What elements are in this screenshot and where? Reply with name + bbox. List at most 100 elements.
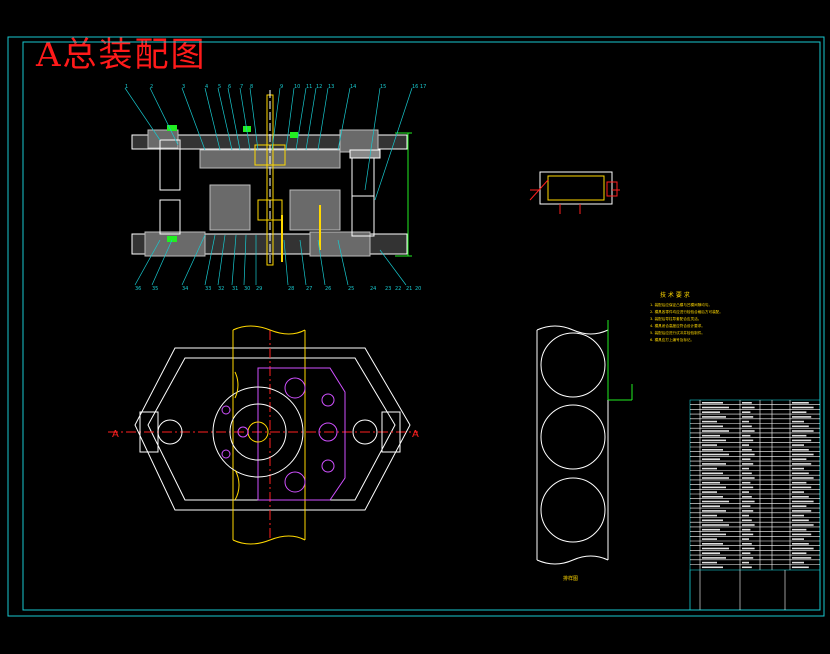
bom-cell-text	[792, 425, 809, 428]
bom-cell-text	[792, 510, 812, 512]
callout-leaders	[124, 87, 413, 286]
bom-cell-text	[702, 411, 720, 413]
callout-number: 26	[325, 286, 331, 292]
bom-cell-text	[792, 524, 814, 526]
bom-cell-text	[742, 524, 755, 526]
bom-cell-text	[702, 557, 726, 559]
callout-number: 30	[244, 286, 250, 292]
bom-cell-text	[702, 458, 720, 460]
bom-cell-text	[792, 472, 809, 475]
bom-cell-text	[742, 561, 749, 564]
svg-text:A: A	[112, 429, 119, 440]
bom-cell-text	[702, 481, 720, 484]
bom-cell-text	[702, 533, 726, 536]
bom-cell-text	[702, 439, 726, 442]
drawing-title: A总装配图	[36, 35, 207, 75]
callout-number: 33	[205, 286, 211, 292]
bom-cell-text	[742, 528, 751, 531]
bom-cell-text	[702, 477, 729, 479]
outer-frame	[7, 36, 825, 617]
bom-cell-text	[702, 547, 729, 550]
tech-requirement-line: 6. 模具应打上编号及标记。	[650, 337, 694, 342]
bom-cell-text	[702, 430, 729, 432]
bom-cell-text	[742, 458, 751, 460]
callout-number: 23	[385, 286, 391, 292]
callout-number: 20	[415, 286, 421, 292]
bom-cell-text	[702, 510, 726, 512]
bom-cell-text	[742, 500, 755, 503]
bom-cell-text	[792, 444, 804, 446]
bom-cell-text	[742, 402, 752, 404]
bom-cell-text	[742, 477, 755, 479]
bom-cell-text	[742, 444, 749, 446]
bom-cell-text	[702, 449, 723, 451]
bom-cell-text	[742, 467, 749, 470]
callout-number: 9	[280, 84, 283, 90]
bom-cell-text	[702, 500, 729, 503]
callout-number: 22	[395, 286, 401, 292]
callout-number: 3	[182, 84, 185, 90]
bom-cell-text	[792, 449, 809, 451]
bom-cell-text	[702, 453, 729, 456]
bom-cell-text	[792, 496, 809, 498]
tech-requirement-line: 4. 模具闭合高度应符合设计要求。	[650, 323, 705, 328]
bom-cell-text	[742, 449, 752, 451]
bom-cell-text	[702, 434, 720, 437]
bom-cell-text	[792, 500, 814, 503]
bom-cell-text	[792, 458, 807, 460]
callout-number: 27	[306, 286, 312, 292]
bom-cell-text	[702, 538, 717, 540]
callout-number: 24	[370, 286, 376, 292]
bom-cell-text	[702, 566, 723, 569]
callout-number: 7	[240, 84, 243, 90]
bom-cell-text	[792, 533, 812, 536]
bom-cell-text	[742, 434, 751, 437]
bom-cell-text	[742, 481, 751, 484]
tech-requirement-line: 1. 装配后应保证凸模与凹模间隙均匀。	[650, 302, 712, 307]
bom-cell-text	[742, 406, 755, 409]
tech-requirement-line: 3. 装配后导柱导套配合应灵活。	[650, 316, 701, 321]
strip-layout-label: 排样图	[563, 575, 578, 582]
callout-number: 31	[232, 286, 238, 292]
bom-cell-text	[702, 524, 729, 526]
bom-cell-text	[792, 543, 809, 545]
svg-text:A: A	[412, 429, 419, 440]
bom-cell-text	[702, 402, 723, 404]
bom-cell-text	[792, 463, 812, 465]
bom-cell-text	[742, 420, 749, 423]
bom-cell-text	[742, 416, 754, 418]
callout-number: 34	[182, 286, 188, 292]
bom-cell-text	[702, 552, 720, 554]
bom-cell-text	[742, 566, 752, 569]
callout-number: 13	[328, 84, 334, 90]
bom-cell-text	[742, 552, 751, 554]
callout-number: 17	[420, 84, 426, 90]
callout-number: 16	[412, 84, 418, 90]
bom-cell-text	[742, 486, 754, 489]
bom-cell-text	[702, 425, 723, 428]
bom-cell-text	[742, 505, 751, 507]
strip-layout	[536, 320, 633, 565]
callout-number: 36	[135, 286, 141, 292]
bom-cell-text	[742, 496, 752, 498]
callout-number: 15	[380, 84, 386, 90]
tech-requirements: 技 术 要 求 1. 装配后应保证凸模与凹模间隙均匀。 2. 模具各零件均应进行…	[650, 291, 723, 342]
bom-cell-text	[792, 439, 812, 442]
bom-cell-text	[702, 486, 726, 489]
bom-cell-text	[792, 491, 804, 493]
tech-requirement-line: 2. 模具各零件均应进行检验合格后方可装配。	[650, 309, 723, 314]
bom-cell-text	[792, 477, 814, 479]
callout-number: 21	[406, 286, 412, 292]
bom-cell-text	[792, 547, 814, 550]
bom-cell-text	[742, 510, 754, 512]
section-view	[131, 90, 412, 266]
bom-cell-text	[792, 538, 804, 540]
bom-cell-text	[702, 416, 726, 418]
bom-cell-text	[702, 543, 723, 545]
bom-cell-text	[742, 547, 755, 550]
bom-cell-text	[792, 514, 804, 517]
inner-frame	[22, 41, 821, 611]
callout-number: 6	[228, 84, 231, 90]
